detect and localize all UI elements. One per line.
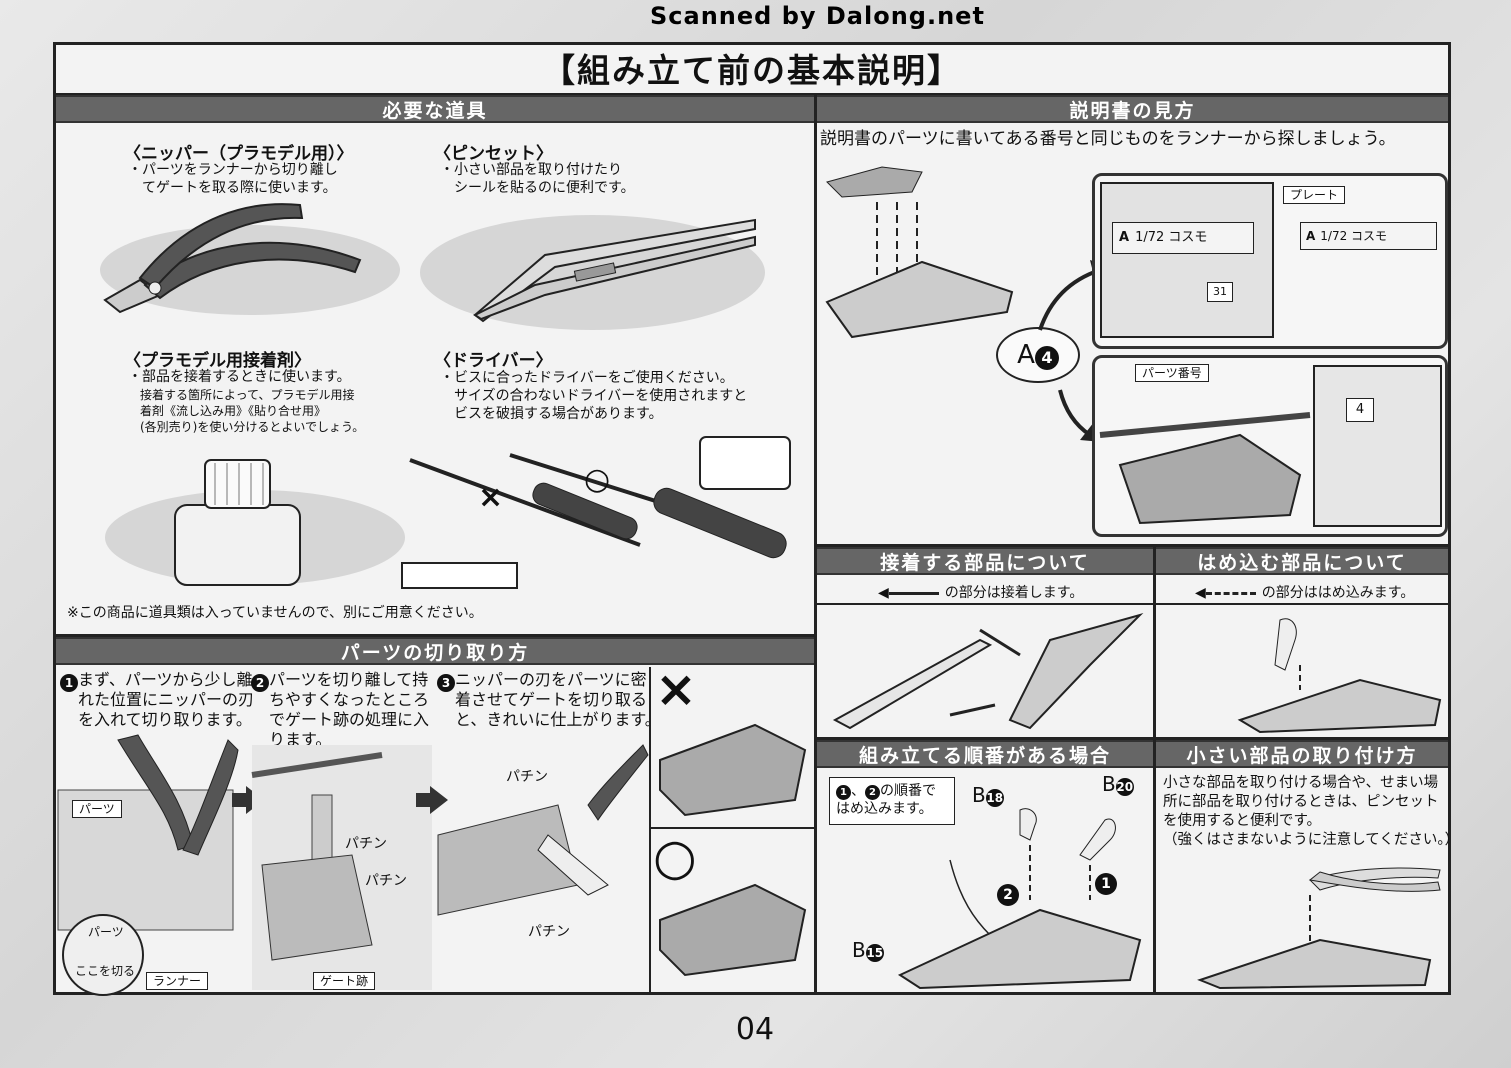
title-divider [53, 93, 1451, 96]
driver-ok-mark: ○ [584, 462, 611, 497]
tweezers-illustration [473, 218, 756, 323]
glue-legend-divider [817, 603, 1153, 605]
tweezers-title: 〈ピンセット〉 [434, 144, 553, 164]
parts-number-closeup [1313, 365, 1442, 527]
sfx-pachin-1: パチン [345, 836, 387, 852]
glue-parts-illustration [832, 613, 1144, 730]
label-gate: ゲート跡 [313, 972, 376, 990]
screwdriver-illustration [401, 436, 791, 589]
sfx-pachin-4: パチン [528, 924, 570, 940]
tools-bottom-divider [56, 634, 814, 637]
ng-ok-divider [649, 667, 651, 995]
glue-legend: ◀ の部分は接着します。 [878, 584, 1083, 602]
parts-number-label: パーツ番号 [1135, 364, 1209, 382]
ng-part-illustration [659, 723, 807, 817]
label-runner: ランナー [146, 972, 209, 990]
snap-legend: ◀ の部分ははめ込みます。 [1195, 584, 1414, 602]
manual-part-illustration [825, 166, 1014, 339]
plate-label: プレート [1283, 186, 1346, 204]
sfx-pachin-3: パチン [506, 769, 548, 785]
part-label-b15: B15 [852, 938, 884, 962]
order-step-1: 1 [1095, 873, 1117, 895]
small-parts-illustration [1197, 867, 1441, 990]
step1-text: まず、パーツから少し離 れた位置にニッパーの刃 を入れて切り取ります。 [78, 670, 255, 729]
right-sub-divider [1153, 544, 1156, 995]
order-illustration [897, 808, 1142, 990]
main-column-divider [814, 93, 817, 995]
glue-legend-text: の部分は接着します。 [944, 585, 1084, 601]
step3-text: ニッパーの刃をパーツに密 着させてゲートを切り取る と、きれいに仕上がります。 [455, 670, 661, 729]
scanner-watermark: Scanned by Dalong.net [650, 2, 985, 30]
part-tag-31: 31 [1207, 282, 1233, 302]
glue-arrow-icon: ◀ [878, 585, 889, 601]
ok-part-illustration [659, 883, 807, 977]
page-title: 【組み立て前の基本説明】 [542, 51, 962, 90]
driver-description: ・ビスに合ったドライバーをご使用ください。 サイズの合わないドライバーを使用され… [440, 370, 748, 422]
step2-number: 2 [251, 672, 269, 692]
parts-number-illustration [1099, 412, 1311, 525]
glue-note: 接着する箇所によって、プラモデル用接 着剤《流し込み用》《貼り合せ用》 (各別売… [140, 388, 365, 434]
step2-illustration [251, 745, 432, 990]
glue-description: ・部品を接着するときに使います。 [128, 369, 351, 385]
tweezers-description: ・小さい部品を取り付けたり シールを貼るのに便利です。 [440, 162, 635, 196]
snap-legend-text: の部分ははめ込みます。 [1261, 585, 1415, 601]
step2-text: パーツを切り離して持 ちやすくなったところ でゲート跡の処理に入 ります。 [269, 670, 430, 749]
sfx-pachin-2: パチン [365, 873, 407, 889]
driver-ng-mark: × [478, 480, 504, 515]
small-parts-description: 小さな部品を取り付ける場合や、せまい場 所に部品を取り付けるときは、ピンセット … [1163, 775, 1460, 848]
manual-header: 説明書の見方 [817, 95, 1448, 123]
order-step-2: 2 [997, 884, 1019, 906]
part-tag-4: 4 [1346, 398, 1374, 422]
glue-title: 〈プラモデル用接着剤〉 [124, 351, 311, 371]
page-number: 04 [735, 1012, 775, 1047]
tools-header: 必要な道具 [56, 95, 814, 123]
manual-description: 説明書のパーツに書いてある番号と同じものをランナーから探しましょう。 [820, 129, 1396, 149]
glue-parts-header: 接着する部品について [817, 547, 1153, 575]
cutting-header: パーツの切り取り方 [56, 637, 814, 665]
snap-parts-header: はめ込む部品について [1156, 547, 1448, 575]
step-arrow-2 [416, 786, 448, 814]
driver-title: 〈ドライバー〉 [434, 351, 553, 371]
ng-ok-split [651, 827, 814, 829]
nipper-title: 〈ニッパー（プラモデル用）〉 [124, 144, 354, 164]
snap-arrow-icon: ◀ [1195, 585, 1206, 601]
part-label-b18: B18 [972, 783, 1004, 807]
glue-bottle-illustration [174, 459, 301, 586]
step3-illustration [437, 744, 649, 916]
step1-number: 1 [60, 672, 78, 692]
lower-right-divider [817, 737, 1448, 740]
manual-bottom-divider [817, 544, 1448, 547]
plate-closeup [1100, 182, 1274, 338]
tools-footnote: ※この商品に道具類は入っていませんので、別にご用意ください。 [67, 605, 483, 621]
label-parts: パーツ [72, 800, 122, 818]
cutting-ok-mark: ○ [653, 828, 697, 886]
nipper-description: ・パーツをランナーから切り離し てゲートを取る際に使います。 [128, 162, 338, 196]
nipper-illustration [103, 203, 362, 314]
snap-parts-illustration [1237, 618, 1442, 734]
label-parts-inset: パーツ [88, 925, 124, 939]
order-header: 組み立てる順番がある場合 [817, 740, 1153, 768]
step1-illustration [57, 734, 239, 996]
step3-number: 3 [437, 672, 455, 692]
part-label-b20: B20 [1102, 772, 1134, 796]
small-parts-header: 小さい部品の取り付け方 [1156, 740, 1448, 768]
cutting-ng-mark: × [655, 660, 697, 718]
snap-legend-divider [1156, 603, 1448, 605]
label-cut-here: ここを切る [75, 964, 136, 978]
